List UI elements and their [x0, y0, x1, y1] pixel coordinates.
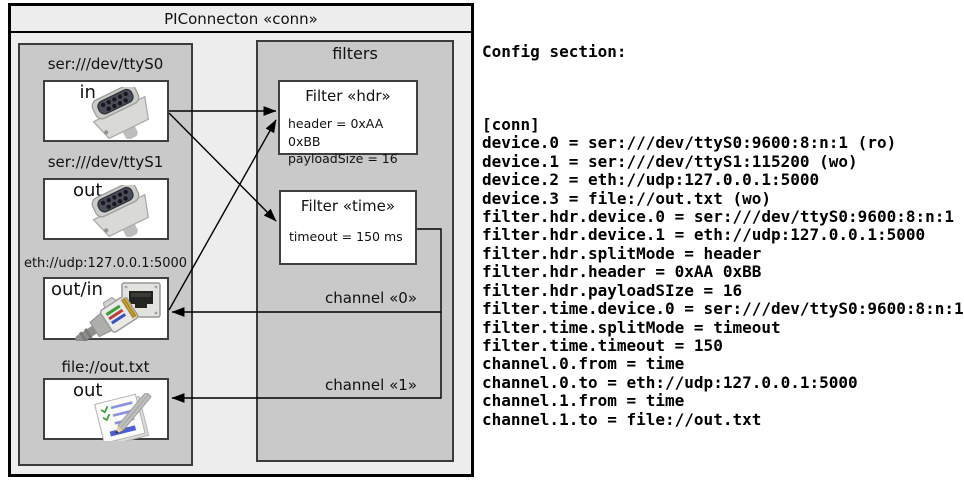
device-direction-label: out: [72, 180, 103, 201]
channel-1-label: channel «1»: [324, 376, 417, 394]
device-direction-label: out/in: [51, 279, 103, 300]
filter-hdr-title: Filter «hdr»: [305, 87, 391, 105]
filter-hdr-prop-header: header = 0xAA 0xBB: [288, 116, 384, 149]
config-line: filter.time.device.0 = ser:///dev/ttyS0:…: [482, 299, 964, 319]
config-line: channel.0.from = time: [482, 354, 685, 374]
config-line: filter.hdr.device.1 = eth://udp:127.0.0.…: [482, 225, 926, 245]
serial-connector-icon: [91, 185, 150, 237]
device-uri-eth: eth://udp:127.0.0.1:5000: [23, 256, 188, 271]
config-line: device.1 = ser:///dev/ttyS1:115200 (wo): [482, 151, 858, 171]
config-line: filter.time.timeout = 150: [482, 335, 723, 355]
config-lines: [conn]device.0 = ser:///dev/ttyS0:9600:8…: [482, 115, 964, 429]
channel-0-label: channel «0»: [324, 289, 417, 307]
filter-box-time: Filter «time» timeout = 150 ms: [279, 190, 417, 265]
device-uri-ttys1: ser:///dev/ttyS1: [47, 153, 164, 171]
device-box-ttys0: in: [43, 80, 169, 142]
config-line: filter.time.splitMode = timeout: [482, 317, 781, 337]
filter-time-prop-timeout: timeout = 150 ms: [289, 229, 403, 244]
serial-connector-icon: [91, 87, 150, 139]
config-line: filter.hdr.splitMode = header: [482, 243, 762, 263]
filters-panel-title: filters: [332, 44, 378, 63]
device-direction-label: out: [72, 380, 103, 401]
config-line: filter.hdr.header = 0xAA 0xBB: [482, 262, 762, 282]
config-line: device.2 = eth://udp:127.0.0.1:5000: [482, 170, 820, 190]
config-line: channel.1.from = time: [482, 391, 685, 411]
config-section: Config section: [conn]device.0 = ser:///…: [482, 6, 964, 447]
device-uri-ttys0: ser:///dev/ttyS0: [47, 55, 164, 73]
ethernet-plug-icon: [75, 297, 139, 341]
device-uri-file: file://out.txt: [61, 358, 150, 376]
config-line: channel.1.to = file://out.txt: [482, 409, 762, 429]
config-line: device.0 = ser:///dev/ttyS0:9600:8:n:1 (…: [482, 133, 897, 153]
notepad-icon: [94, 393, 152, 441]
config-line: device.3 = file://out.txt (wo): [482, 188, 771, 208]
filter-time-title: Filter «time»: [300, 197, 396, 215]
config-line: channel.0.to = eth://udp:127.0.0.1:5000: [482, 372, 858, 392]
filter-hdr-prop-payloadsize: payloadSize = 16: [288, 151, 398, 166]
config-line: filter.hdr.device.0 = ser:///dev/ttyS0:9…: [482, 207, 955, 227]
config-line: filter.hdr.payloadSIze = 16: [482, 280, 743, 300]
filter-box-hdr: Filter «hdr» header = 0xAA 0xBB payloadS…: [278, 80, 418, 166]
device-box-file: out: [43, 378, 169, 441]
connector-title: PIConnecton «conn»: [8, 3, 474, 33]
config-heading: Config section:: [482, 41, 627, 61]
device-box-eth: out/in: [43, 277, 169, 341]
device-box-ttys1: out: [43, 178, 169, 240]
device-direction-label: in: [79, 82, 96, 103]
config-line: [conn]: [482, 115, 540, 135]
